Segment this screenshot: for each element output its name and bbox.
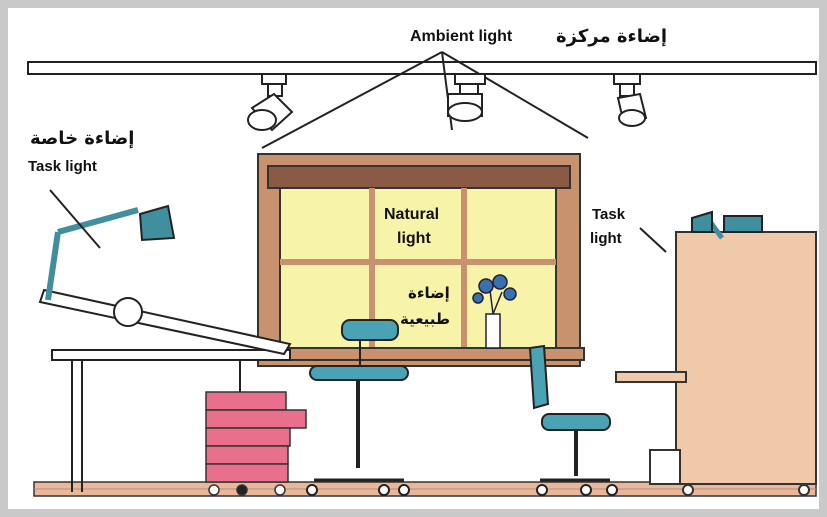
natural-light-label-line2: light: [397, 230, 431, 248]
ceiling-spotlight-center: [448, 74, 485, 121]
task-light-right-label-line1: Task: [592, 206, 625, 223]
natural-light-label-line1: Natural: [384, 206, 439, 224]
ceiling-track: [28, 62, 816, 74]
drawer-unit: [206, 392, 306, 495]
ceiling-spotlight-right: [614, 74, 646, 126]
ceiling-spotlight-left: [248, 74, 292, 130]
task-light-left-label: Task light: [28, 158, 97, 175]
pointer-task-right: [640, 228, 666, 252]
natural-light-label-ar-line1: إضاءة: [408, 284, 450, 302]
ambient-light-label: Ambient light: [410, 28, 512, 46]
natural-light-label-ar-line2: طبيعية: [400, 310, 450, 328]
chair-right: [530, 346, 617, 495]
window: [258, 154, 584, 366]
task-lamp-left: [48, 206, 174, 300]
cabinet: [616, 232, 816, 495]
task-light-left-label-ar: إضاءة خاصة: [30, 128, 134, 149]
ambient-light-label-ar: إضاءة مركزة: [556, 26, 667, 47]
task-light-right-label-line2: light: [590, 230, 622, 247]
